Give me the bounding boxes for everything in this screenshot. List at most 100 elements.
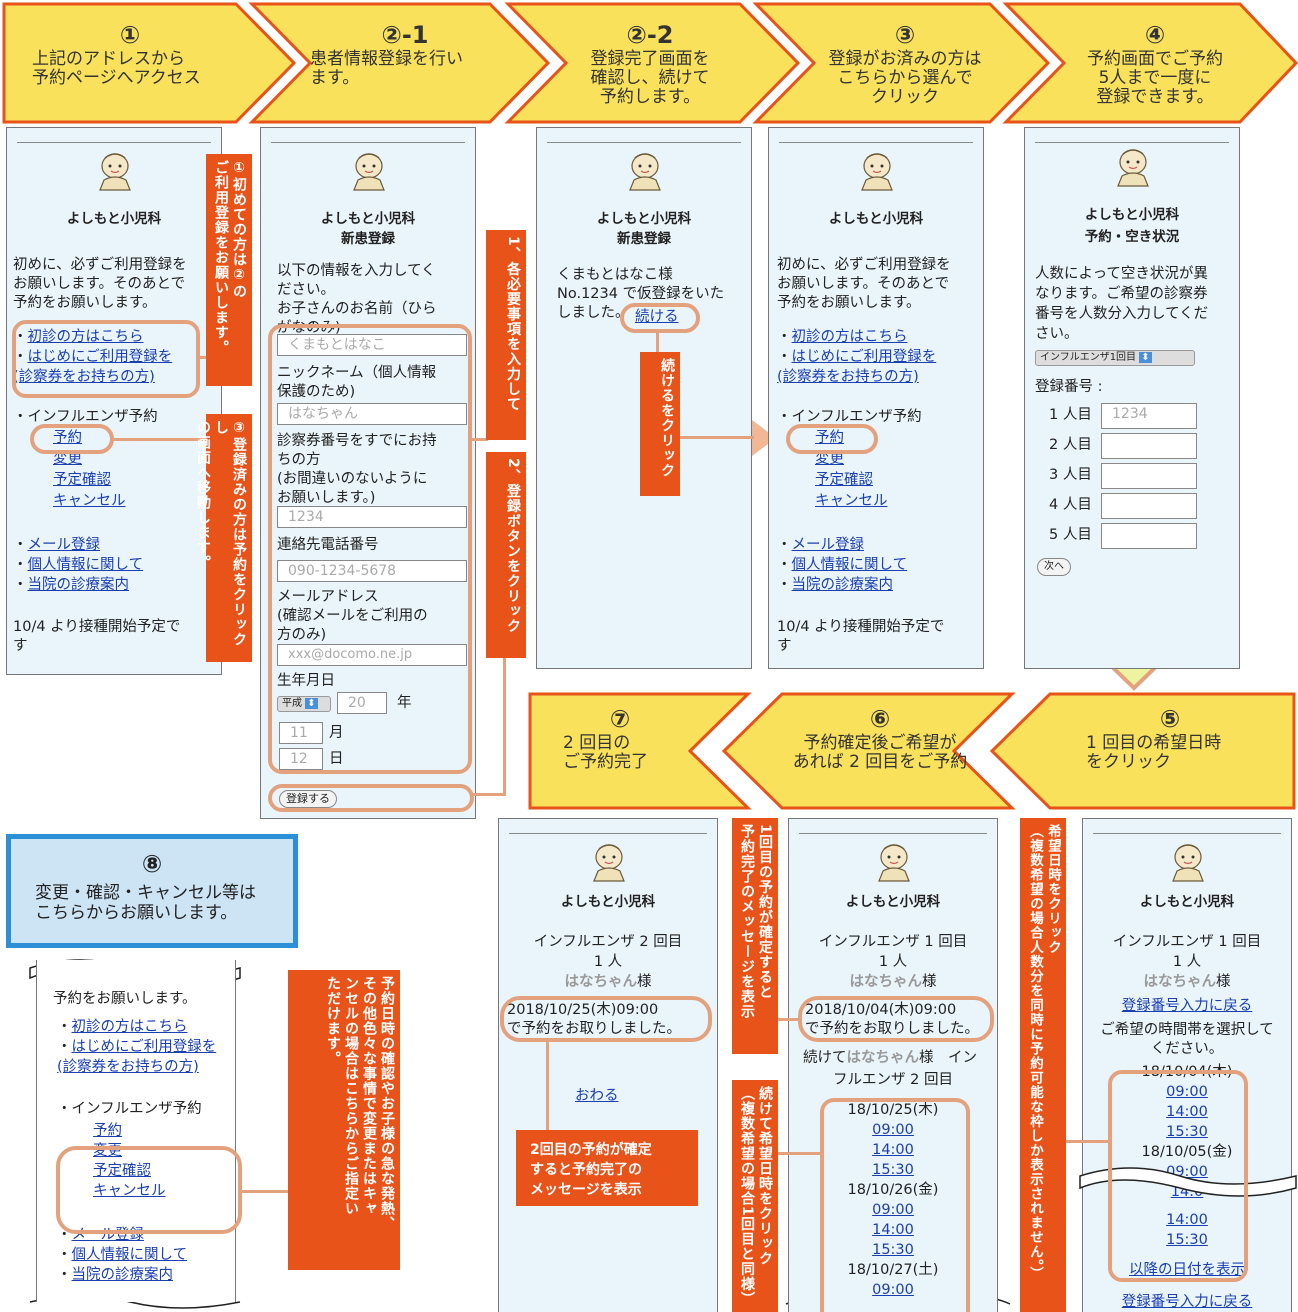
divider bbox=[1035, 142, 1229, 143]
nickname-input[interactable]: はなちゃん bbox=[277, 403, 467, 425]
register-link[interactable]: はじめにご利用登録を bbox=[27, 349, 173, 365]
slot-1004-0900[interactable]: 09:00 bbox=[1166, 1084, 1208, 1100]
privacy-link[interactable]: 個人情報に関して bbox=[71, 1247, 188, 1263]
divider bbox=[17, 142, 211, 143]
register-link[interactable]: はじめにご利用登録を bbox=[71, 1039, 217, 1055]
slot-1026-1530[interactable]: 15:30 bbox=[872, 1242, 914, 1258]
person-2-input[interactable] bbox=[1101, 433, 1197, 459]
slot-more-1530[interactable]: 15:30 bbox=[1166, 1232, 1208, 1248]
register-link-2[interactable]: (診察券をお持ちの方) bbox=[13, 369, 155, 385]
right-arrowhead bbox=[752, 420, 776, 456]
guide-link[interactable]: 当院の診療案内 bbox=[791, 577, 894, 593]
date-1026: 18/10/26(金) bbox=[847, 1182, 939, 1198]
slot-1025-1530[interactable]: 15:30 bbox=[872, 1162, 914, 1178]
step5-number: ⑤ bbox=[1159, 705, 1181, 733]
change-link[interactable]: 変更 bbox=[53, 451, 82, 467]
step1-number: ① bbox=[119, 21, 141, 49]
month-input[interactable]: 11 bbox=[279, 722, 323, 744]
register-link-2[interactable]: (診察券をお持ちの方) bbox=[57, 1059, 199, 1075]
intro-tail: 予約をお願いします。 bbox=[53, 991, 197, 1007]
slot-1004-1530[interactable]: 15:30 bbox=[1166, 1124, 1208, 1140]
finish-link[interactable]: おわる bbox=[575, 1088, 619, 1104]
change-link[interactable]: 変更 bbox=[93, 1143, 122, 1159]
date-1004: 18/10/04(木) bbox=[1141, 1064, 1233, 1080]
step22-number: ②-2 bbox=[626, 21, 674, 49]
slot-1004-1400[interactable]: 14:00 bbox=[1166, 1104, 1208, 1120]
first-visit-link[interactable]: 初診の方はこちら bbox=[27, 329, 144, 345]
reserve-link[interactable]: 予約 bbox=[53, 430, 82, 446]
honorific: 様 bbox=[922, 974, 937, 990]
mail-link[interactable]: メール登録 bbox=[27, 537, 101, 553]
mail-link[interactable]: メール登録 bbox=[71, 1227, 145, 1243]
cancel-link[interactable]: キャンセル bbox=[815, 493, 888, 509]
register-link[interactable]: はじめにご利用登録を bbox=[791, 349, 937, 365]
card-number-input[interactable]: 1234 bbox=[277, 506, 467, 528]
step22-text: 登録完了画面を 確認し、続けて 予約します。 bbox=[590, 49, 710, 107]
back-link[interactable]: 登録番号入力に戻る bbox=[1121, 998, 1253, 1014]
guide-link[interactable]: 当院の診療案内 bbox=[27, 577, 130, 593]
mail-link[interactable]: メール登録 bbox=[791, 537, 865, 553]
mascot-icon bbox=[1117, 149, 1149, 187]
step8-text: 変更・確認・キャンセル等は こちらからお願いします。 bbox=[35, 883, 256, 923]
slot-1005-0900[interactable]: 09:00 bbox=[1166, 1164, 1208, 1180]
name-input[interactable]: くまもとはなこ bbox=[277, 334, 467, 356]
confirm-link[interactable]: 予定確認 bbox=[815, 472, 873, 488]
connector bbox=[1064, 1140, 1110, 1143]
guide-link[interactable]: 当院の診療案内 bbox=[71, 1267, 174, 1283]
slot-1025-1400[interactable]: 14:00 bbox=[872, 1142, 914, 1158]
slot-1026-0900[interactable]: 09:00 bbox=[872, 1202, 914, 1218]
register-button[interactable]: 登録する bbox=[279, 790, 337, 808]
people-line: 1 人 bbox=[1172, 954, 1202, 970]
tel-input[interactable]: 090-1234-5678 bbox=[277, 560, 467, 582]
slot-1026-1400[interactable]: 14:00 bbox=[872, 1222, 914, 1238]
connector bbox=[770, 1018, 800, 1021]
tel-label: 連絡先電話番号 bbox=[277, 537, 379, 553]
first-visit-link[interactable]: 初診の方はこちら bbox=[791, 329, 908, 345]
connector bbox=[112, 438, 210, 441]
confirm-link[interactable]: 予定確認 bbox=[53, 472, 111, 488]
slot-1005-1400[interactable]: 14:0 bbox=[1170, 1184, 1204, 1200]
person-2-label: 2 人目 bbox=[1049, 437, 1092, 453]
screen-registration: よしもと小児科 新患登録 以下の情報を入力してく ださい。 お子さんのお名前（ひ… bbox=[260, 127, 476, 819]
year-input[interactable]: 20 bbox=[337, 692, 387, 714]
email-input[interactable]: xxx@docomo.ne.jp bbox=[277, 644, 467, 666]
second-dose-line: フルエンザ 2 回目 bbox=[833, 1072, 953, 1088]
continue-link[interactable]: 続ける bbox=[635, 309, 679, 325]
vaccine-select[interactable]: インフルエンザ1回目 ⬍ bbox=[1035, 350, 1195, 366]
slot-1027-0900[interactable]: 09:00 bbox=[872, 1282, 914, 1298]
register-link-2[interactable]: (診察券をお持ちの方) bbox=[777, 369, 919, 385]
change-link[interactable]: 変更 bbox=[815, 451, 844, 467]
people-line: 1 人 bbox=[593, 954, 623, 970]
confirm-message: 2018/10/04(木)09:00 で予約をお取りしました。 bbox=[805, 1002, 979, 1037]
person-3-input[interactable] bbox=[1101, 463, 1197, 489]
privacy-link[interactable]: 個人情報に関して bbox=[791, 557, 908, 573]
continue-text-b: 様 イン bbox=[919, 1050, 977, 1066]
slot-more-1400[interactable]: 14:00 bbox=[1166, 1212, 1208, 1228]
next-button[interactable]: 次へ bbox=[1037, 558, 1071, 576]
slot-1025-0900[interactable]: 09:00 bbox=[872, 1122, 914, 1138]
divider bbox=[779, 142, 973, 143]
year-unit: 年 bbox=[397, 695, 412, 711]
reserve-link[interactable]: 予約 bbox=[815, 430, 844, 446]
back-link-bottom[interactable]: 登録番号入力に戻る bbox=[1121, 1294, 1253, 1310]
divider bbox=[271, 142, 465, 143]
person-4-input[interactable] bbox=[1101, 493, 1197, 519]
step5-arrow bbox=[989, 692, 1296, 810]
cancel-link[interactable]: キャンセル bbox=[53, 493, 126, 509]
connector bbox=[503, 654, 506, 796]
vaccine-line: インフルエンザ 1 回目 bbox=[818, 934, 968, 950]
clinic-name: よしもと小児科 bbox=[560, 894, 656, 910]
tag-second-confirmed: 2回目の予約が確定 すると予約完了の メッセージを表示 bbox=[516, 1130, 698, 1206]
reserve-link[interactable]: 予約 bbox=[93, 1123, 122, 1139]
step3-arrow bbox=[752, 2, 1051, 124]
step1-arrow bbox=[2, 2, 297, 124]
confirm-link[interactable]: 予定確認 bbox=[93, 1163, 151, 1179]
more-dates-link[interactable]: 以降の日付を表示 bbox=[1129, 1262, 1245, 1278]
privacy-link[interactable]: 個人情報に関して bbox=[27, 557, 144, 573]
person-5-input[interactable] bbox=[1101, 523, 1197, 549]
first-visit-link[interactable]: 初診の方はこちら bbox=[71, 1019, 188, 1035]
cancel-link[interactable]: キャンセル bbox=[93, 1183, 166, 1199]
era-select[interactable]: 平成 ⬍ bbox=[277, 696, 331, 712]
day-input[interactable]: 12 bbox=[279, 748, 323, 770]
person-1-input[interactable]: 1234 bbox=[1101, 403, 1197, 429]
